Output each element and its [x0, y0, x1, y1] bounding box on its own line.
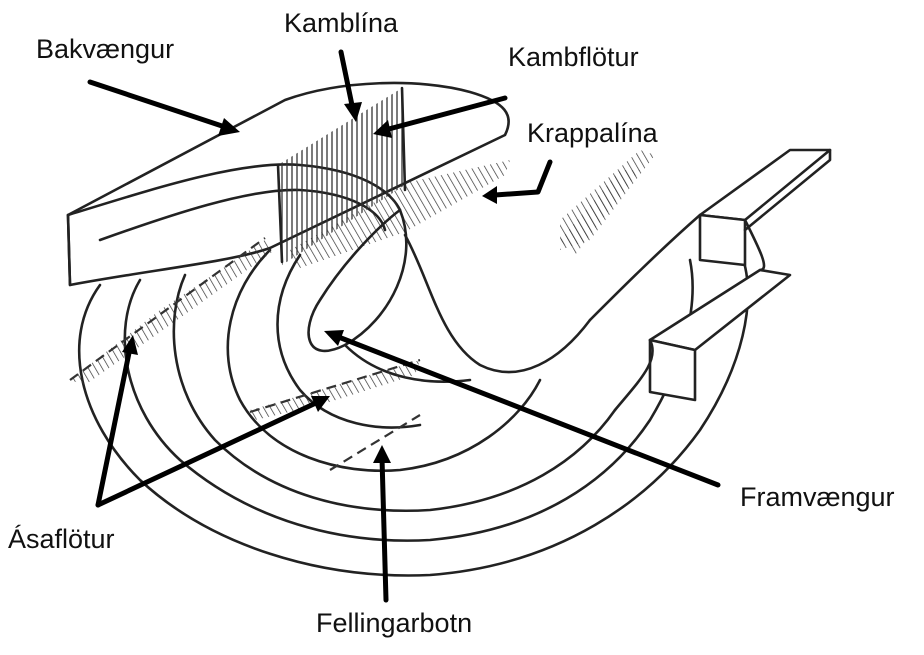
label-crest-surface: Kambflötur — [508, 44, 639, 71]
arrow-trough — [382, 458, 386, 600]
label-back-limb: Bakvængur — [36, 36, 174, 63]
label-crest-line: Kamblína — [284, 10, 398, 37]
arrow-back-limb — [90, 82, 228, 128]
label-axial-surface: Ásaflötur — [8, 526, 115, 553]
arrow-axial-surface-right — [98, 402, 318, 505]
label-trough: Fellingarbotn — [316, 610, 472, 637]
label-front-limb: Framvængur — [740, 484, 895, 511]
label-hinge-line: Krappalína — [527, 120, 658, 147]
